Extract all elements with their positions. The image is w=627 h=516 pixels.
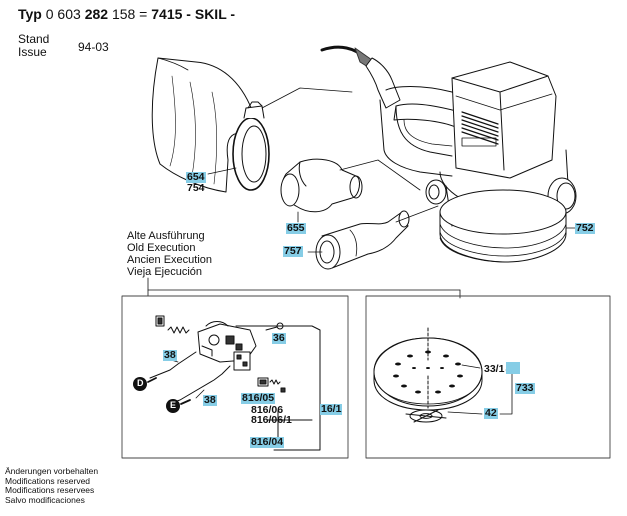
- model-name: 7415 - SKIL -: [151, 6, 236, 22]
- execution-note-de: Alte Ausführung: [127, 230, 205, 242]
- footer-notes: Änderungen vorbehalten Modifications res…: [5, 466, 99, 505]
- callout-655: 655: [286, 222, 306, 234]
- sander-body: [320, 45, 577, 263]
- typ-label: Typ: [18, 6, 42, 22]
- callout-42: 42: [484, 407, 498, 419]
- sanding-pad: [373, 327, 483, 423]
- callout-752: 752: [575, 222, 595, 234]
- connector-d-label: D: [137, 378, 144, 388]
- hose-adapter: [315, 210, 410, 270]
- callout-33-1-highlight: [506, 362, 520, 374]
- callout-36: 36: [272, 332, 286, 344]
- footer-note-en: Modifications reserved: [5, 475, 91, 486]
- old-execution-frame: [121, 295, 349, 459]
- footer-note-es: Salvo modificaciones: [5, 494, 85, 505]
- callout-38-lower: 38: [203, 394, 217, 406]
- callout-816-06-1: 816/06/1: [251, 414, 292, 426]
- stand-label-en: Issue: [18, 45, 47, 59]
- part-suffix: 158 =: [111, 6, 148, 22]
- callout-38-upper: 38: [163, 349, 177, 361]
- pad-frame: [365, 295, 611, 459]
- header-title: Typ 0 603 282 158 = 7415 - SKIL -: [18, 6, 235, 22]
- switch-assembly: [149, 315, 321, 451]
- execution-note-en: Old Execution: [127, 242, 196, 254]
- dust-adapter: [280, 158, 363, 213]
- callout-754: 754: [187, 182, 205, 194]
- callout-33-1: 33/1: [484, 363, 505, 375]
- stand-label-de: Stand: [18, 32, 50, 46]
- callout-757: 757: [283, 245, 303, 257]
- part-bold: 282: [84, 6, 109, 22]
- footer-note-fr: Modifications reservees: [5, 485, 95, 495]
- stand-label: Stand Issue: [18, 33, 49, 59]
- callout-733: 733: [515, 382, 535, 394]
- execution-note-fr: Ancien Execution: [127, 254, 212, 266]
- execution-note: Alte Ausführung Old Execution Ancien Exe…: [127, 230, 212, 278]
- part-prefix: 0 603: [45, 6, 81, 22]
- connector-e-label: E: [170, 400, 177, 410]
- callout-16-1: 16/1: [320, 403, 343, 415]
- connector-markers: [133, 377, 191, 413]
- execution-note-es: Vieja Ejecución: [127, 266, 203, 278]
- footer-note-de: Änderungen vorbehalten: [5, 466, 99, 476]
- dust-bag: [151, 57, 270, 193]
- stand-value: 94-03: [78, 40, 109, 54]
- callout-816-06: 816/06: [251, 404, 284, 416]
- callout-654: 654: [186, 171, 206, 183]
- callout-816-04: 816/04: [250, 436, 285, 448]
- callout-816-05: 816/05: [241, 392, 276, 404]
